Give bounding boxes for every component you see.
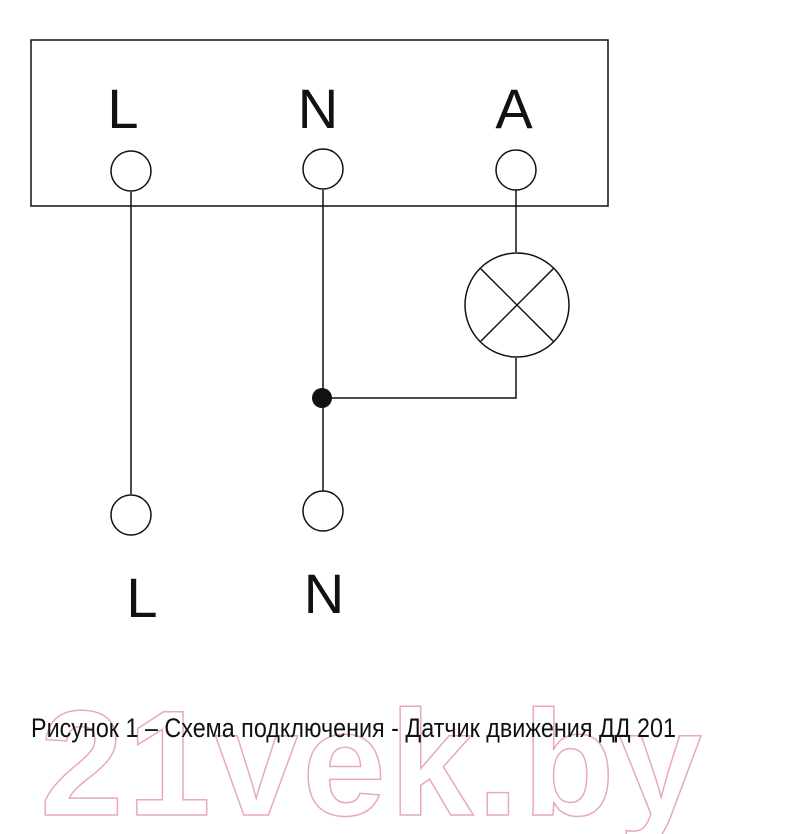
device-terminal-l [110, 150, 152, 192]
device-terminal-a [495, 149, 537, 191]
wire-lamp-to-neutral [323, 358, 517, 399]
supply-terminal-l [110, 494, 152, 536]
supply-terminal-label-l: L [126, 566, 157, 629]
watermark: 21vek.by [40, 679, 706, 834]
junction-dot [312, 388, 332, 408]
supply-terminal-n [302, 490, 344, 532]
supply-terminal-label-n: N [304, 562, 344, 625]
lamp-icon [464, 252, 570, 358]
device-terminal-label-a: A [495, 77, 533, 140]
device-terminal-n [302, 148, 344, 190]
device-housing [30, 39, 609, 207]
device-terminal-label-n: N [298, 77, 338, 140]
device-terminal-label-l: L [107, 77, 138, 140]
figure-caption: Рисунок 1 – Схема подключения - Датчик д… [31, 713, 676, 743]
